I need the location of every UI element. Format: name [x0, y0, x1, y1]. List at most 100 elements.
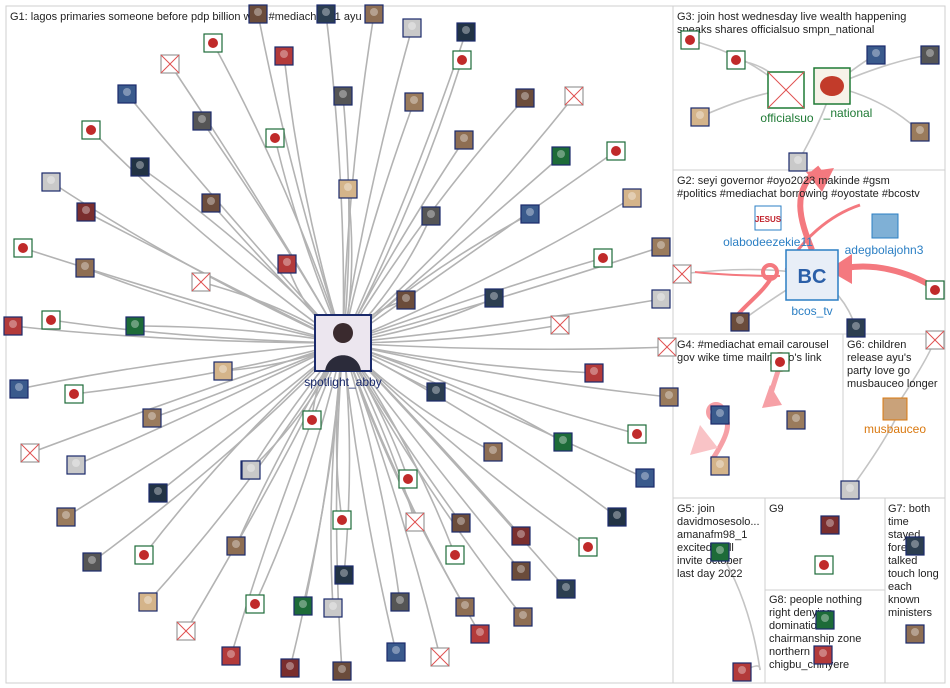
node[interactable]	[470, 624, 490, 644]
node[interactable]	[430, 647, 450, 667]
node[interactable]	[265, 128, 285, 148]
node[interactable]	[302, 410, 322, 430]
node[interactable]	[160, 54, 180, 74]
node[interactable]	[404, 92, 424, 112]
node[interactable]	[627, 424, 647, 444]
node[interactable]	[840, 480, 860, 500]
node[interactable]	[732, 662, 752, 682]
node[interactable]	[551, 146, 571, 166]
node[interactable]	[820, 515, 840, 535]
node[interactable]	[323, 598, 343, 618]
node[interactable]	[651, 237, 671, 257]
node[interactable]	[607, 507, 627, 527]
node[interactable]	[426, 382, 446, 402]
node[interactable]	[402, 18, 422, 38]
node[interactable]	[815, 610, 835, 630]
node[interactable]	[82, 552, 102, 572]
node[interactable]	[905, 624, 925, 644]
node-adegbolajohn3[interactable]: adegbolajohn3	[845, 213, 924, 257]
node[interactable]	[134, 545, 154, 565]
node[interactable]	[846, 318, 866, 338]
node[interactable]	[635, 468, 655, 488]
node[interactable]	[866, 45, 886, 65]
node[interactable]	[3, 316, 23, 336]
node[interactable]	[64, 384, 84, 404]
node[interactable]	[925, 280, 945, 300]
node[interactable]	[20, 443, 40, 463]
node[interactable]	[332, 510, 352, 530]
node-olabodeezekie11[interactable]: JESUS olabodeezekie11	[723, 205, 813, 249]
node[interactable]	[456, 22, 476, 42]
node[interactable]	[241, 460, 261, 480]
node[interactable]	[515, 88, 535, 108]
node[interactable]	[176, 621, 196, 641]
node[interactable]	[13, 238, 33, 258]
node[interactable]	[81, 120, 101, 140]
node[interactable]	[277, 254, 297, 274]
node[interactable]	[421, 206, 441, 226]
node[interactable]	[726, 50, 746, 70]
node[interactable]	[280, 658, 300, 678]
node[interactable]	[513, 607, 533, 627]
node[interactable]	[455, 597, 475, 617]
node[interactable]	[75, 258, 95, 278]
node-musbauceo[interactable]: musbauceo	[864, 397, 926, 436]
node[interactable]	[192, 111, 212, 131]
node[interactable]	[142, 408, 162, 428]
node[interactable]	[564, 86, 584, 106]
node[interactable]	[117, 84, 137, 104]
node[interactable]	[245, 594, 265, 614]
node[interactable]	[483, 442, 503, 462]
node[interactable]	[41, 172, 61, 192]
node[interactable]	[788, 152, 808, 172]
node[interactable]	[651, 289, 671, 309]
node[interactable]	[556, 579, 576, 599]
node[interactable]	[248, 4, 268, 24]
node[interactable]	[203, 33, 223, 53]
node[interactable]	[520, 204, 540, 224]
node[interactable]	[606, 141, 626, 161]
node[interactable]	[191, 272, 211, 292]
node[interactable]	[274, 46, 294, 66]
node[interactable]	[925, 330, 945, 350]
node[interactable]	[333, 86, 353, 106]
node[interactable]	[690, 107, 710, 127]
node[interactable]	[41, 310, 61, 330]
node[interactable]	[484, 288, 504, 308]
node[interactable]	[213, 361, 233, 381]
node-bcos-tv[interactable]: BC bcos_tv	[785, 249, 839, 318]
node[interactable]	[910, 122, 930, 142]
node[interactable]	[130, 157, 150, 177]
node-smpn-national[interactable]: _national	[813, 67, 872, 120]
node[interactable]	[593, 248, 613, 268]
node[interactable]	[138, 592, 158, 612]
node[interactable]	[452, 50, 472, 70]
node[interactable]	[56, 507, 76, 527]
node[interactable]	[405, 512, 425, 532]
node[interactable]	[386, 642, 406, 662]
node[interactable]	[813, 645, 833, 665]
node[interactable]	[451, 513, 471, 533]
node[interactable]	[201, 193, 221, 213]
node[interactable]	[672, 264, 692, 284]
node[interactable]	[334, 565, 354, 585]
node[interactable]	[332, 661, 352, 681]
node[interactable]	[221, 646, 241, 666]
node[interactable]	[511, 526, 531, 546]
node[interactable]	[125, 316, 145, 336]
node[interactable]	[76, 202, 96, 222]
node[interactable]	[786, 410, 806, 430]
node[interactable]	[730, 312, 750, 332]
node[interactable]	[454, 130, 474, 150]
node[interactable]	[920, 45, 940, 65]
node[interactable]	[905, 536, 925, 556]
node[interactable]	[445, 545, 465, 565]
node[interactable]	[584, 363, 604, 383]
node[interactable]	[680, 30, 700, 50]
node[interactable]	[66, 455, 86, 475]
node[interactable]	[657, 337, 677, 357]
node[interactable]	[770, 352, 790, 372]
node[interactable]	[396, 290, 416, 310]
node[interactable]	[553, 432, 573, 452]
node[interactable]	[710, 456, 730, 476]
